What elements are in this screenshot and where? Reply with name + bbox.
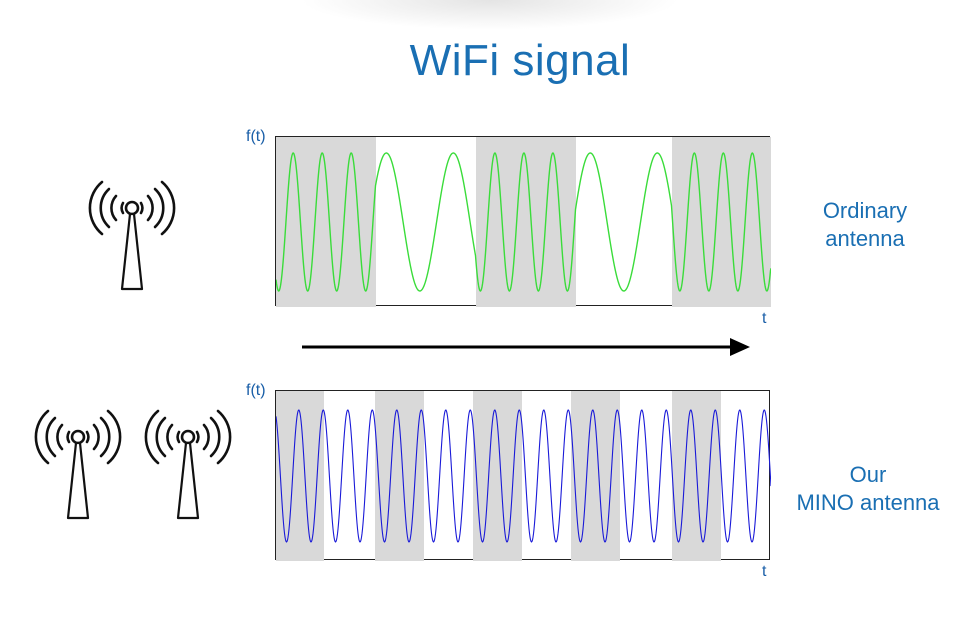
radio-tower-icon [34, 409, 122, 520]
mino-antenna-label-line2: MINO antenna [796, 490, 940, 515]
page-title: WiFi signal [409, 36, 631, 85]
ordinary-signal-wave [276, 137, 771, 307]
top-x-axis-label: t [762, 310, 767, 327]
ordinary-wave-line [276, 152, 771, 292]
shaded-band [571, 391, 620, 561]
ordinary-antenna-label-line1: Ordinary [822, 198, 908, 223]
ordinary-antenna-label: Ordinary antenna [800, 197, 930, 253]
shaded-band [473, 391, 522, 561]
ordinary-antenna-label-line2: antenna [825, 226, 905, 251]
mino-wave-line [276, 409, 771, 543]
background-haze [300, 0, 680, 30]
radio-tower-icon [144, 409, 232, 520]
shaded-band [276, 137, 376, 307]
bottom-x-axis-label: t [762, 563, 767, 580]
bottom-y-axis-label: f(t) [246, 382, 266, 399]
mino-signal-plot [275, 390, 771, 561]
right-arrow-icon [302, 338, 750, 356]
mino-antenna-label-line1: Our [849, 462, 887, 487]
top-y-axis-label: f(t) [246, 128, 266, 145]
mino-signal-wave [276, 391, 771, 561]
ordinary-signal-plot [275, 136, 771, 307]
shaded-band [375, 391, 424, 561]
mino-antenna-label: Our MINO antenna [775, 461, 961, 517]
radio-tower-icon [88, 180, 176, 291]
